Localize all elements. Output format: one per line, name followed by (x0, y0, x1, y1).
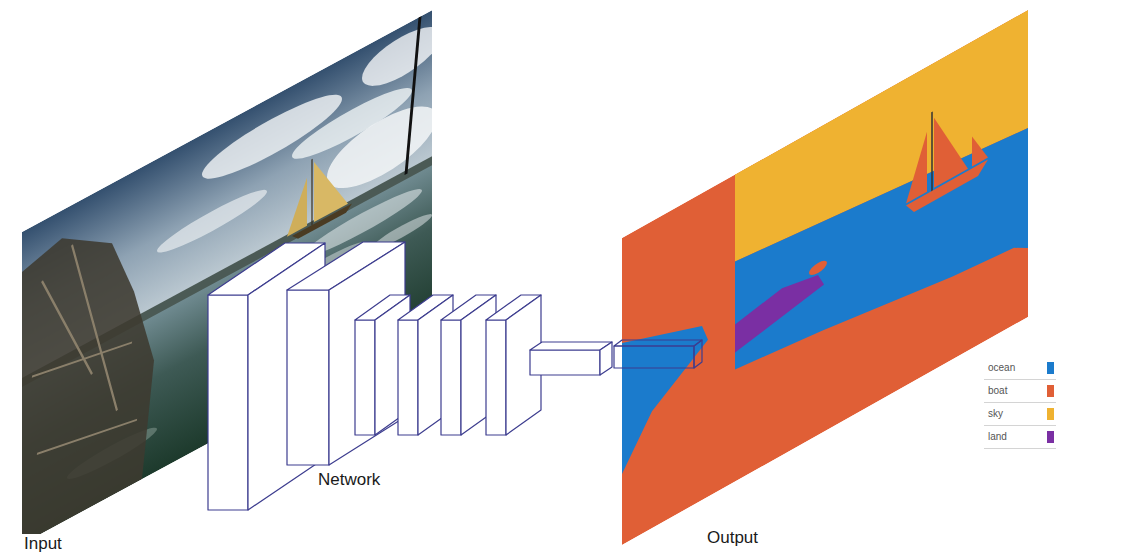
legend-row: land (984, 426, 1056, 449)
output-segmentation (622, 10, 1028, 545)
legend-text: boat (984, 385, 1007, 396)
legend: ocean boat sky land (984, 357, 1056, 449)
input-image (22, 5, 442, 544)
legend-text: sky (984, 408, 1003, 419)
legend-swatch (1047, 362, 1054, 374)
caption-label: Input (22, 534, 64, 554)
legend-swatch (1047, 408, 1054, 420)
legend-row: ocean (984, 357, 1056, 380)
network-layers (208, 242, 702, 510)
layer-block (614, 340, 702, 368)
layer-block (530, 342, 612, 375)
legend-swatch (1047, 431, 1054, 443)
legend-row: boat (984, 380, 1056, 403)
legend-text: ocean (984, 362, 1015, 373)
legend-text: land (984, 431, 1007, 442)
caption-label: Network (316, 470, 382, 490)
caption-label: Output (705, 528, 760, 548)
legend-swatch (1047, 385, 1054, 397)
legend-row: sky (984, 403, 1056, 426)
